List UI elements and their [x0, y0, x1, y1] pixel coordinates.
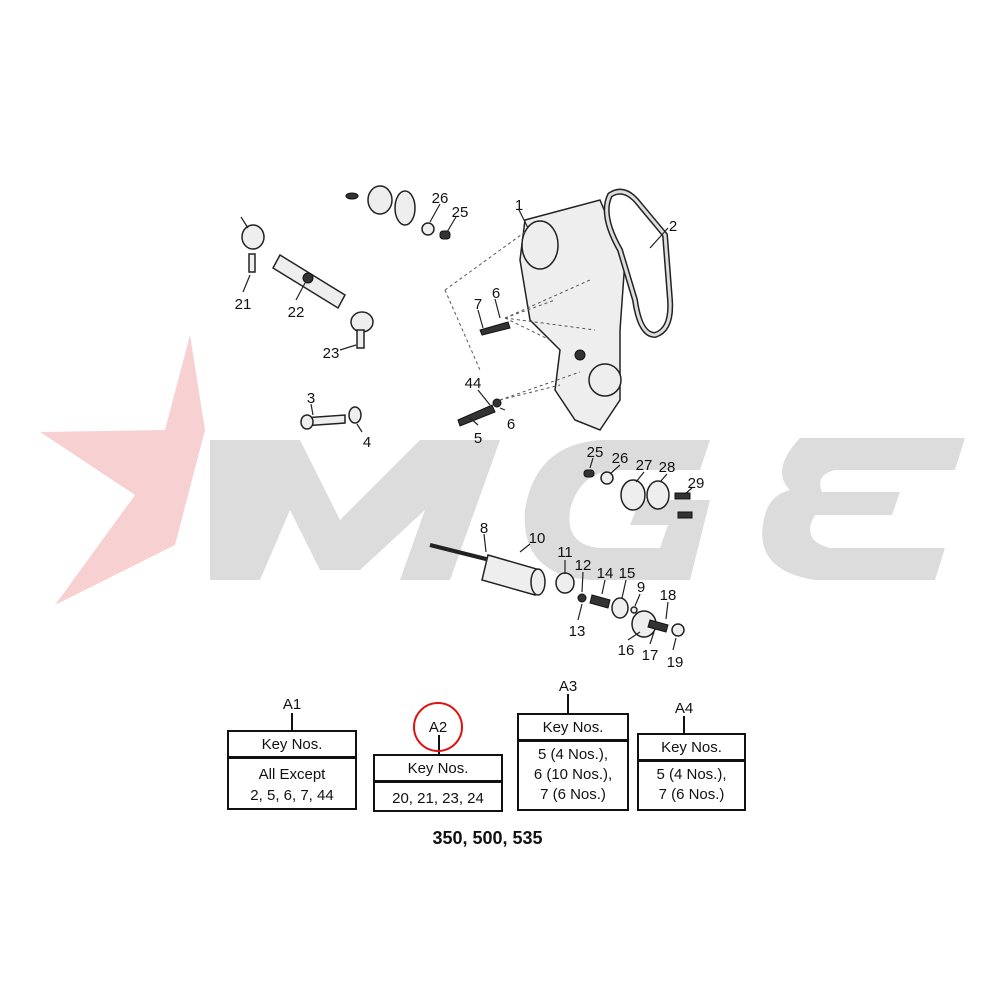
gasket: [603, 188, 674, 339]
box-line: 5 (4 Nos.),: [656, 766, 727, 783]
dashed-leaders: [444, 231, 596, 401]
part-label: 18: [660, 587, 677, 604]
part-label: 15: [619, 565, 636, 582]
assembly-stem: [567, 694, 569, 714]
part-label: 6: [492, 285, 500, 302]
assembly-box-a3: Key Nos. 5 (4 Nos.), 6 (10 Nos.), 7 (6 Nos…: [517, 713, 629, 811]
box-line: 7 (6 Nos.): [658, 786, 725, 803]
box-header: Key Nos.: [229, 732, 355, 759]
part-label: 5: [474, 430, 482, 447]
part-label: 8: [480, 520, 488, 537]
part-label: 25: [452, 204, 469, 221]
part-label: 17: [642, 647, 659, 664]
assembly-stem: [291, 713, 293, 731]
part-label: 22: [288, 304, 305, 321]
assembly-tag-a3: A3: [558, 678, 578, 695]
part-label: 26: [612, 450, 629, 467]
part-label: 3: [307, 390, 315, 407]
box-body: 5 (4 Nos.), 6 (10 Nos.), 7 (6 Nos.): [519, 742, 627, 808]
part-label: 19: [667, 654, 684, 671]
model-numbers: 350, 500, 535: [432, 828, 543, 848]
part-labels: 1 2 26 25 21 22 23 7 6 44 5 6 3 4 25 26 …: [235, 190, 705, 671]
part-label: 25: [587, 444, 604, 461]
part-label: 12: [575, 557, 592, 574]
box-line: 2, 5, 6, 7, 44: [250, 787, 334, 804]
box-body: All Except 2, 5, 6, 7, 44: [229, 759, 355, 811]
part-label: 6: [507, 416, 515, 433]
part-label: 21: [235, 296, 252, 313]
label-leaders: [240, 203, 693, 651]
part-label: 14: [597, 565, 614, 582]
part-label: 26: [432, 190, 449, 207]
part-label: 29: [688, 475, 705, 492]
part-label: 44: [465, 375, 482, 392]
box-line: All Except: [258, 766, 326, 783]
part-label: 28: [659, 459, 676, 476]
assembly-box-a2: Key Nos. 20, 21, 23, 24: [373, 754, 503, 812]
part-label: 27: [636, 457, 653, 474]
assembly-box-a1: Key Nos. All Except 2, 5, 6, 7, 44: [227, 730, 357, 810]
assembly-box-a4: Key Nos. 5 (4 Nos.), 7 (6 Nos.): [637, 733, 746, 811]
box-header: Key Nos.: [375, 756, 501, 783]
part-label: 16: [618, 642, 635, 659]
top-parts: [241, 185, 511, 430]
highlight-circle: [413, 702, 463, 752]
assembly-tag-a1: A1: [282, 696, 302, 713]
part-label: 10: [529, 530, 546, 547]
watermark-letters: [210, 438, 965, 580]
part-label: 7: [474, 296, 482, 313]
box-line: 7 (6 Nos.): [540, 786, 606, 803]
part-label: 11: [557, 544, 573, 561]
box-body: 5 (4 Nos.), 7 (6 Nos.): [639, 762, 744, 808]
assembly-tag-a4: A4: [674, 700, 694, 717]
assembly-stem: [683, 716, 685, 734]
box-line: 20, 21, 23, 24: [392, 790, 484, 807]
box-line: 5 (4 Nos.),: [537, 746, 609, 763]
part-label: 23: [323, 345, 340, 362]
part-label: 4: [363, 434, 371, 451]
box-header: Key Nos.: [519, 715, 627, 742]
box-body: 20, 21, 23, 24: [375, 783, 501, 814]
part-label: 1: [515, 197, 523, 214]
filter-assembly: [429, 469, 693, 638]
part-label: 13: [569, 623, 586, 640]
part-label: 9: [637, 579, 645, 596]
part-label: 2: [669, 218, 677, 235]
watermark-star: [40, 335, 205, 605]
box-header: Key Nos.: [639, 735, 744, 762]
box-line: 6 (10 Nos.),: [533, 766, 613, 783]
